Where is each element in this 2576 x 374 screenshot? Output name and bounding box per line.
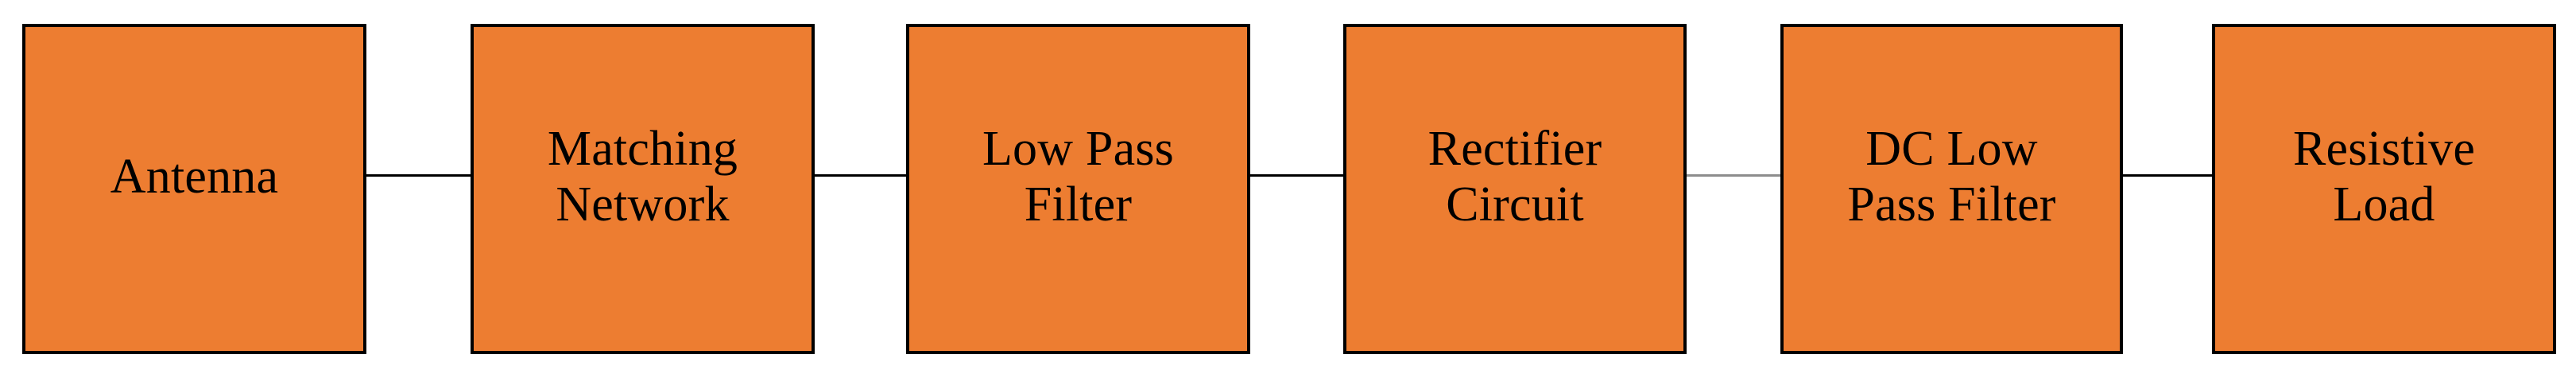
block-label-low-pass-filter: Low Pass Filter xyxy=(982,122,1174,232)
connector-matching-network-to-low-pass-filter xyxy=(815,174,906,177)
connector-dc-low-pass-filter-to-resistive-load xyxy=(2123,174,2212,177)
connector-antenna-to-matching-network xyxy=(366,174,471,177)
connector-rectifier-circuit-to-dc-low-pass-filter xyxy=(1687,174,1780,177)
block-label-rectifier-circuit: Rectifier Circuit xyxy=(1427,122,1602,232)
block-label-matching-network: Matching Network xyxy=(547,122,738,232)
connector-low-pass-filter-to-rectifier-circuit xyxy=(1250,174,1343,177)
block-low-pass-filter[interactable]: Low Pass Filter xyxy=(906,24,1250,354)
block-dc-low-pass-filter[interactable]: DC Low Pass Filter xyxy=(1780,24,2123,354)
block-matching-network[interactable]: Matching Network xyxy=(471,24,815,354)
block-label-resistive-load: Resistive Load xyxy=(2292,122,2476,232)
block-antenna[interactable]: Antenna xyxy=(22,24,366,354)
block-label-antenna: Antenna xyxy=(110,149,279,204)
block-resistive-load[interactable]: Resistive Load xyxy=(2212,24,2556,354)
block-rectifier-circuit[interactable]: Rectifier Circuit xyxy=(1343,24,1687,354)
block-label-dc-low-pass-filter: DC Low Pass Filter xyxy=(1847,122,2056,232)
